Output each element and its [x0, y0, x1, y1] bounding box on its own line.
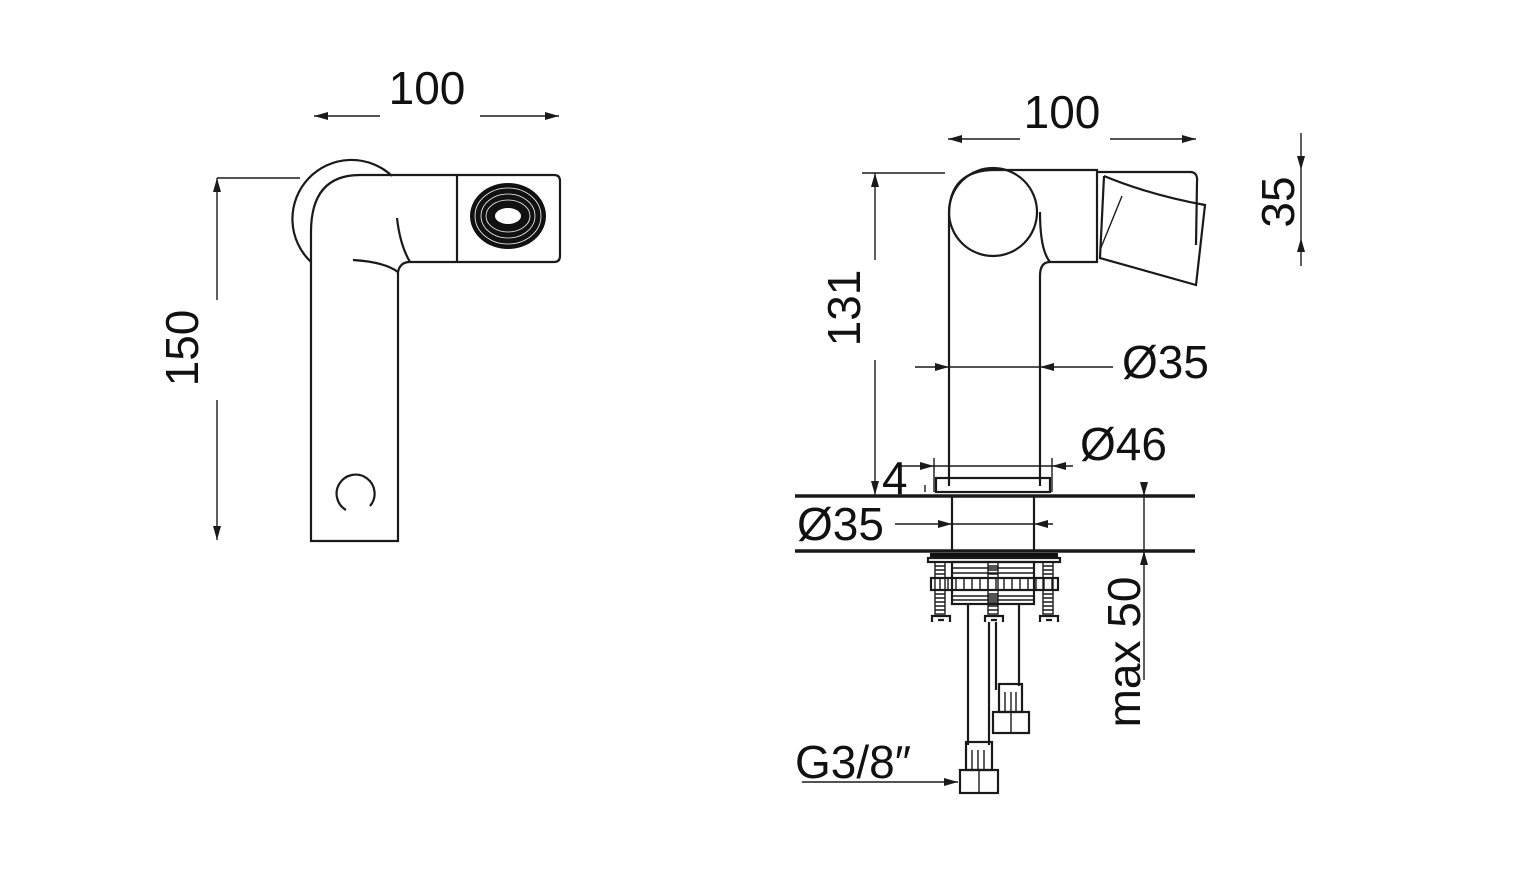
side-width-dimension: 100: [314, 62, 559, 120]
bolt-icon: [983, 561, 1005, 622]
body-height-label: 131: [818, 270, 870, 347]
max-counter-dimension: max 50: [1098, 482, 1150, 727]
front-view: 100 35 131 Ø35: [795, 86, 1305, 795]
body-diameter-label: Ø35: [1122, 336, 1209, 388]
handle-cap: [947, 166, 1039, 258]
front-width-label: 100: [1024, 86, 1101, 138]
side-height-label: 150: [156, 310, 208, 387]
side-view: 100 150: [156, 62, 562, 543]
side-width-label: 100: [389, 62, 466, 114]
body-diameter-dimension: Ø35: [915, 336, 1209, 388]
lever-pivot-icon: [335, 473, 376, 511]
front-faucet-body: [947, 166, 1207, 486]
shank-diameter-label: Ø35: [797, 498, 884, 550]
max-counter-label: max 50: [1098, 577, 1150, 728]
mounting-kit: [926, 553, 1062, 622]
base-diameter-label: Ø46: [1080, 418, 1167, 470]
spout-height-dimension: 35: [1252, 133, 1305, 266]
spout: [1097, 170, 1207, 287]
side-faucet-body: [291, 158, 562, 543]
base-ring: Ø46 4: [882, 418, 1167, 504]
connection-label: G3/8″: [795, 736, 911, 788]
bolt-icon: [1038, 561, 1060, 622]
body-height-dimension: 131: [818, 172, 945, 495]
connection-dimension: G3/8″: [795, 736, 958, 788]
aerator-icon: [470, 183, 546, 249]
countertop: Ø35: [795, 494, 1195, 553]
bolt-icon: [930, 561, 952, 622]
front-width-dimension: 100: [948, 86, 1196, 143]
supply-hose-short: [991, 604, 1031, 735]
supply-hose-long: [958, 604, 1000, 795]
spout-height-label: 35: [1252, 176, 1304, 227]
side-height-dimension: 150: [156, 177, 300, 540]
